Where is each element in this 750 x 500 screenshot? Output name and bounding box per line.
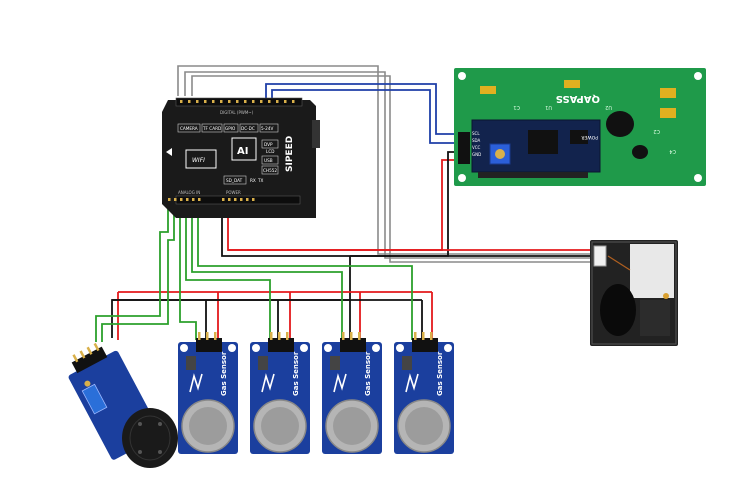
- lcd-module: QAPASS U1 U2 C1 C2 C4 GND VCC SDA SCL PO…: [454, 68, 706, 186]
- lcd-pin-strip: [478, 172, 588, 178]
- chip-label-dvp: DVP: [264, 142, 273, 147]
- chip-label-camera: CAMERA: [180, 126, 198, 131]
- lcd-pads: [480, 80, 676, 118]
- waveshare-logo-icon: [405, 373, 419, 393]
- chip-label-usb: USB: [264, 158, 273, 163]
- lcd-module-text: QAPASS: [556, 93, 600, 104]
- svg-text:U1: U1: [545, 104, 552, 110]
- gas-sensor-3: Gas Sensor: [322, 332, 382, 454]
- gas-sensor-1: Gas Sensor: [178, 332, 238, 454]
- cob-chip-1: [606, 111, 634, 137]
- svg-text:SDA: SDA: [472, 138, 481, 143]
- ai-chip-label: AI: [237, 146, 248, 157]
- wifi-module: [185, 149, 217, 169]
- dust-sensor-connector: [593, 245, 607, 267]
- waveshare-logo-icon: [261, 373, 275, 393]
- chip-label-tx: TX: [257, 178, 264, 183]
- microcontroller-board: DIGITAL (PWM~) CAMERA TF CARD GPIO DC-DC…: [162, 97, 320, 218]
- chip-label-voltage: 5-24V: [261, 126, 274, 131]
- pcf8574-chip: [528, 130, 558, 154]
- svg-text:C4: C4: [669, 148, 676, 154]
- bottom-pin-header: [175, 195, 301, 205]
- chip-label-lcd: LCD: [266, 149, 274, 154]
- ai-chip: [231, 137, 257, 161]
- gas-sensor-label-1: Gas Sensor: [220, 351, 228, 396]
- svg-text:SCL: SCL: [472, 131, 480, 136]
- svg-text:U2: U2: [605, 104, 612, 110]
- gas-sensor-label-4: Gas Sensor: [436, 351, 444, 396]
- chip-label-tf-card: TF CARD: [202, 126, 221, 131]
- green-signal-wires: [95, 198, 413, 342]
- bottom-header-pins: [168, 198, 255, 201]
- backpack-pin-header: [458, 132, 470, 164]
- chip-label-ch552: CH552: [263, 168, 277, 173]
- header-analog-label: ANALOG IN: [178, 190, 200, 195]
- gas-sensor-label-2: Gas Sensor: [292, 351, 300, 396]
- svg-text:C1: C1: [513, 104, 520, 110]
- cob-chip-2: [632, 145, 648, 159]
- chip-label-sd-dat: SD_DAT: [226, 178, 243, 183]
- svg-text:GND: GND: [472, 152, 481, 157]
- lcd-silkscreen: U1 U2 C1 C2 C4: [513, 104, 676, 154]
- dust-sensor: [590, 240, 678, 346]
- chip-label-gpio: GPIO: [225, 126, 236, 131]
- top-pin-header: [175, 97, 303, 107]
- chip-label-rx: RX: [250, 178, 256, 183]
- chip-label-dcdc: DC-DC: [241, 126, 255, 131]
- dust-sensor-lens: [600, 284, 636, 336]
- wifi-label: WIFI: [192, 157, 205, 164]
- sensor-power-rails: [111, 256, 433, 340]
- svg-text:VCC: VCC: [472, 145, 481, 150]
- board-chip-labels: CAMERA TF CARD GPIO DC-DC 5-24V DVP LCD …: [177, 123, 279, 185]
- gas-sensor-4: Gas Sensor: [394, 332, 454, 454]
- waveshare-logo-icon: [333, 373, 347, 393]
- board-brand: SIPEED: [285, 136, 295, 172]
- svg-text:C2: C2: [653, 128, 660, 134]
- mq-sensor-module: [68, 342, 178, 468]
- backpack-label: POWER: [581, 134, 598, 140]
- blue-wires: [265, 83, 458, 144]
- dust-power-wires: [228, 249, 592, 257]
- gas-sensor-label-3: Gas Sensor: [364, 351, 372, 396]
- gray-wires: [177, 65, 600, 263]
- backpack-pin-labels: GND VCC SDA SCL: [472, 131, 481, 157]
- triangle-logo-icon: [166, 148, 172, 156]
- gas-sensor-2: Gas Sensor: [250, 332, 310, 454]
- top-header-pins: [180, 100, 295, 103]
- header-top-label: DIGITAL (PWM~): [220, 110, 254, 115]
- header-power-label: POWER: [226, 190, 241, 195]
- waveshare-logo-icon: [189, 373, 203, 393]
